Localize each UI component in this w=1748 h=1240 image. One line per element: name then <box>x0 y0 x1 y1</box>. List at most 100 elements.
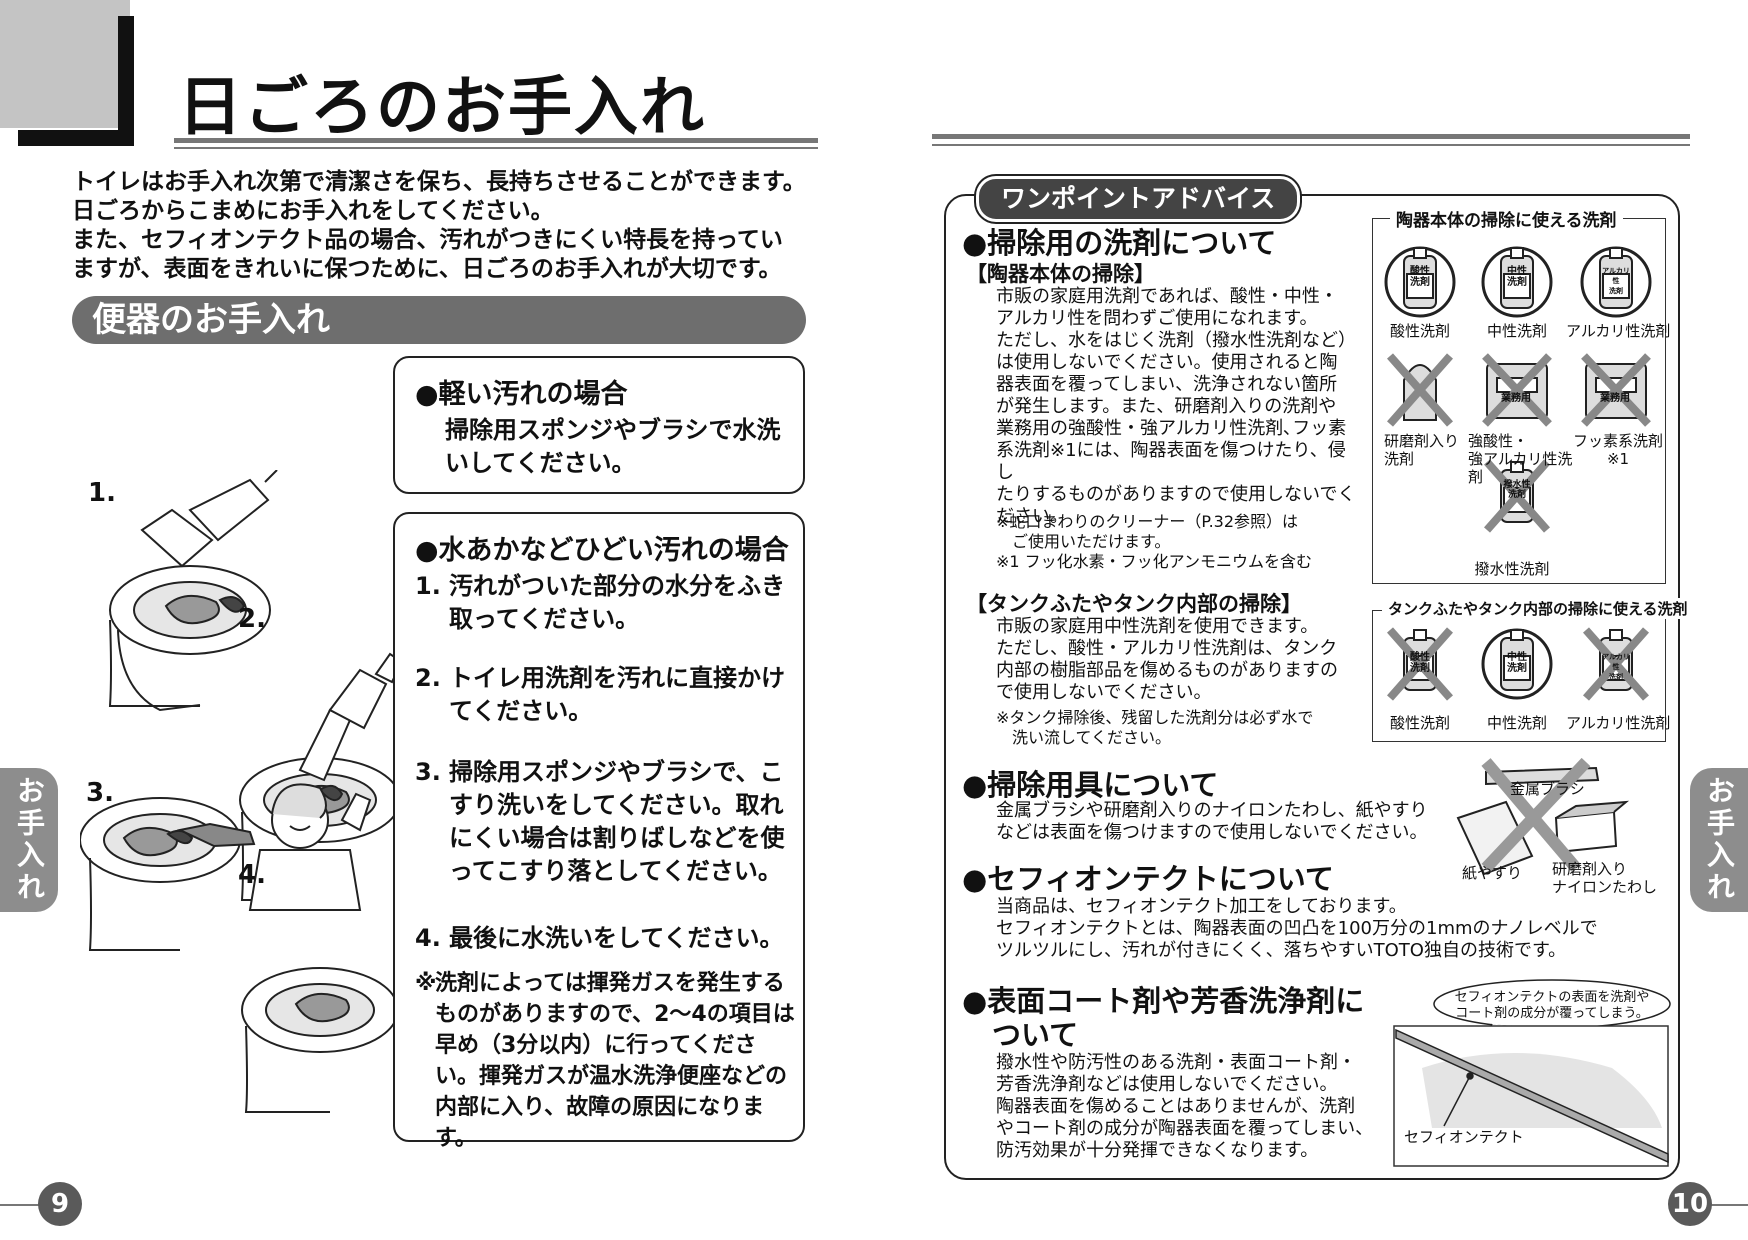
step-item: 1. 汚れがついた部分の水分をふき取ってください。 <box>415 570 795 636</box>
title-rule <box>174 138 818 143</box>
text-line: 内部の樹脂部品を傷めるものがありますの <box>996 660 1338 681</box>
text-line: 器表面を覆ってしまい、洗浄されない箇所 <box>996 374 1338 395</box>
acid-bottle-icon <box>1387 627 1453 701</box>
note-line: ※蛇口まわりのクリーナー（P.32参照）は <box>996 512 1299 531</box>
text-line: セフィオンテクトとは、陶器表面の凹凸を100万分の1mmのナノレベルで <box>996 918 1598 939</box>
corner-bracket-bottom <box>18 130 134 146</box>
footer-rule <box>0 1204 40 1206</box>
step-number: 2. <box>415 664 441 692</box>
text-line: 陶器表面を傷めることはありませんが、洗剤 <box>996 1096 1356 1117</box>
ceramic-notes: ※蛇口まわりのクリーナー（P.32参照）は ご使用いただけます。 ※1 フッ化水… <box>996 512 1356 572</box>
abrasive-cleaner-icon <box>1387 353 1453 427</box>
side-tab-care[interactable]: お手入れ <box>1690 768 1748 912</box>
tank-notes: ※タンク掃除後、残留した洗剤分は必ず水で 洗い流してください。 <box>996 708 1356 748</box>
tool-label: 紙やすり <box>1462 864 1523 882</box>
section-title-bar: 便器のお手入れ <box>72 296 806 344</box>
bottle-label: 酸性洗剤 <box>1389 714 1450 732</box>
cleaning-illustrations <box>80 470 400 1113</box>
bottle-label: 中性洗剤 <box>1486 714 1547 732</box>
alkaline-bottle-icon <box>1583 627 1649 701</box>
page-number: 10 <box>1668 1182 1712 1226</box>
ceramic-subheading: 【陶器本体の掃除】 <box>966 262 1155 286</box>
intro-text: トイレはお手入れ次第で清潔さを保ち、長持ちさせることができます。 日ごろからこま… <box>72 168 832 284</box>
text-line: ツルツルにし、汚れが付きにくく、落ちやすいTOTO独自の技術です。 <box>996 940 1567 961</box>
tool-label: 金属ブラシ <box>1510 780 1585 798</box>
cefiontect-text: 当商品は、セフィオンテクト加工をしております。 セフィオンテクトとは、陶器表面の… <box>996 896 1676 962</box>
text-line: ただし、酸性・アルカリ性洗剤は、タンク <box>996 638 1338 659</box>
heavy-dirt-heading: ●水あかなどひどい汚れの場合 <box>415 535 789 566</box>
tank-box-title: タンクふたやタンク内部の掃除に使える洗剤 <box>1382 598 1694 619</box>
text-line: ただし、水をはじく洗剤（撥水性洗剤など） <box>996 330 1356 351</box>
corner-block-gray <box>0 0 130 128</box>
step-number: 1. <box>415 572 441 600</box>
step-text: 汚れがついた部分の水分をふき取ってください。 <box>449 572 785 633</box>
person-illustration-4 <box>248 783 372 911</box>
step-number: 4. <box>415 924 441 952</box>
footer-rule <box>1708 1204 1748 1206</box>
heavy-dirt-box: ●水あかなどひどい汚れの場合 1. 汚れがついた部分の水分をふき取ってください。… <box>393 512 805 1151</box>
neutral-bottle-icon <box>1481 246 1553 318</box>
detergent-heading: ●掃除用の洗剤について <box>962 226 1277 260</box>
toilet-illustration-3 <box>80 797 256 951</box>
bottle-badge: アルカリ性 洗剤 <box>1602 267 1630 295</box>
ceramic-detergent-icons <box>1384 246 1652 533</box>
text-line: たりするものがありますので使用しないでく <box>996 484 1356 505</box>
cefiontect-heading: ●セフィオンテクトについて <box>962 862 1334 896</box>
text-line: 業務用の強酸性・強アルカリ性洗剤､フッ素 <box>996 418 1347 439</box>
bottle-label: フッ素系洗剤 ※1 <box>1572 432 1663 468</box>
bottle-badge: 酸性 洗剤 <box>1410 266 1430 288</box>
side-tab-care[interactable]: お手入れ <box>0 768 58 912</box>
water-repellent-icon <box>1484 459 1550 533</box>
step-item: 2. トイレ用洗剤を汚れに直接かけてください。 <box>415 662 795 728</box>
tools-text: 金属ブラシや研磨剤入りのナイロンたわし、紙やすり などは表面を傷つけますので使用… <box>996 800 1456 844</box>
bottle-label: 強酸性・ 強アルカリ性洗剤 <box>1468 432 1573 486</box>
text-line: ださい。 <box>996 506 1068 527</box>
note-line: ※タンク掃除後、残留した洗剤分は必ず水で <box>996 708 1314 727</box>
text-line: 金属ブラシや研磨剤入りのナイロンたわし、紙やすり <box>996 800 1428 821</box>
step-text: 掃除用スポンジやブラシで、こすり洗いをしてください。取れにくい場合は割りばしなど… <box>449 758 785 885</box>
text-line: 撥水性や防汚性のある洗剤・表面コート剤・ <box>996 1052 1356 1073</box>
text-line: 防汚効果が十分発揮できなくなります。 <box>996 1140 1319 1161</box>
step-text: トイレ用洗剤を汚れに直接かけてください。 <box>449 664 785 725</box>
corner-bracket <box>118 16 134 146</box>
caution-note: ※ 洗剤によっては揮発ガスを発生するものがありますので、2〜4の項目は早め（3分… <box>415 968 799 1154</box>
acid-bottle-icon <box>1384 246 1456 318</box>
title-rule-thin <box>174 147 818 149</box>
bottle-label: アルカリ性洗剤 <box>1566 322 1671 340</box>
page-title: 日ごろのお手入れ <box>178 71 706 145</box>
bottle-label: 研磨剤入り 洗剤 <box>1384 432 1460 468</box>
tank-subheading: 【タンクふたやタンク内部の掃除】 <box>966 592 1302 616</box>
step-item: 4. 最後に水洗いをしてください。 <box>415 922 795 955</box>
bottle-badge: 撥水性 洗剤 <box>1503 480 1531 500</box>
industrial-acid-icon <box>1482 353 1552 427</box>
bottle-badge: 中性 洗剤 <box>1507 652 1527 674</box>
illustration-number: 1. <box>88 478 116 508</box>
step-item: 3. 掃除用スポンジやブラシで、こすり洗いをしてください。取れにくい場合は割りば… <box>415 756 795 888</box>
bottle-label: 中性洗剤 <box>1486 322 1547 340</box>
note-line: ご使用いただけます。 <box>996 532 1171 551</box>
bottle-label: 酸性洗剤 <box>1389 322 1450 340</box>
illustration-number: 3. <box>86 778 114 808</box>
intro-line: 日ごろからこまめにお手入れをしてください。 <box>72 198 554 224</box>
note-line: 洗い流してください。 <box>996 728 1172 747</box>
tank-text: 市販の家庭用中性洗剤を使用できます。 ただし、酸性・アルカリ性洗剤は、タンク 内… <box>996 616 1356 704</box>
coating-heading: ●表面コート剤や芳香洗浄剤に <box>962 984 1365 1018</box>
tools-heading: ●掃除用具について <box>962 768 1219 802</box>
coating-diagram <box>1393 979 1671 1167</box>
text-line: 市販の家庭用中性洗剤を使用できます。 <box>996 616 1319 637</box>
bottle-badge: 酸性 洗剤 <box>1410 652 1430 674</box>
bottle-badge: 業務用 <box>1600 393 1630 404</box>
step-text: 最後に水洗いをしてください。 <box>449 924 784 952</box>
sandpaper-icon <box>1456 800 1534 876</box>
light-dirt-heading: ●軽い汚れの場合 <box>415 379 628 410</box>
cleaning-tools-illustration <box>1456 758 1630 876</box>
toilet-illustration-4 <box>241 967 399 1113</box>
text-line: 系洗剤※1には、陶器表面を傷つけたり、侵し <box>996 440 1346 483</box>
page-number: 9 <box>38 1182 82 1226</box>
coating-text: 撥水性や防汚性のある洗剤・表面コート剤・ 芳香洗浄剤などは使用しないでください。… <box>996 1052 1376 1162</box>
step-number: 3. <box>415 758 441 786</box>
light-dirt-text: 掃除用スポンジやブラシで水洗いしてください。 <box>445 416 781 477</box>
bottle-label: 撥水性洗剤 <box>1474 560 1550 578</box>
tank-detergent-icons <box>1387 627 1649 701</box>
advice-frame <box>944 194 1680 1180</box>
